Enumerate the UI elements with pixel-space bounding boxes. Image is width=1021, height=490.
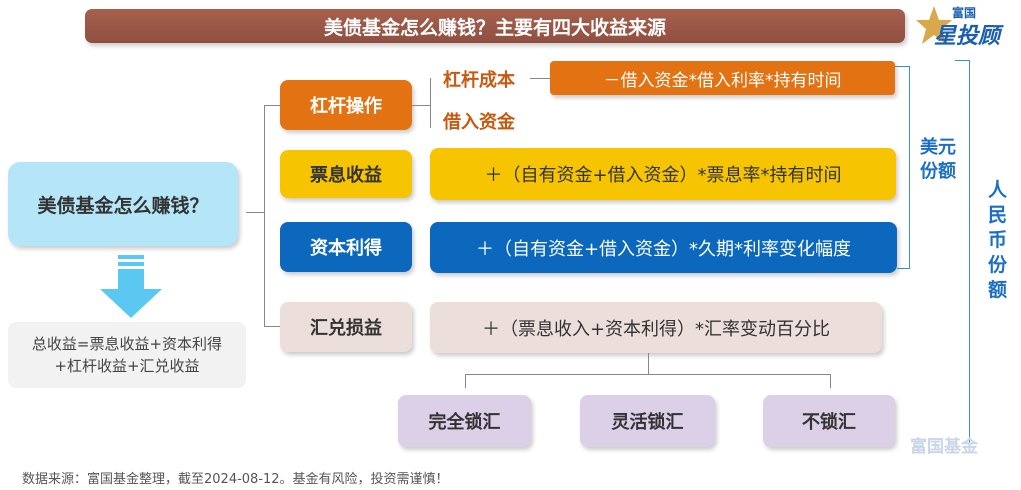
question-box: 美债基金怎么赚钱？: [8, 162, 238, 246]
source-capital-gain: 资本利得: [280, 222, 412, 272]
total-formula-box: 总收益=票息收益+资本利得+杠杆收益+汇兑收益: [8, 322, 246, 388]
footer-note: 数据来源：富国基金整理，截至2024-08-12。基金有风险，投资需谨慎！: [22, 472, 449, 487]
capital-gain-formula: ＋（自有资金+借入资金）*久期*利率变化幅度: [430, 222, 897, 273]
page-title: 美债基金怎么赚钱？主要有四大收益来源: [85, 9, 905, 43]
leverage-cost-formula: －借入资金*借入利率*持有时间: [550, 61, 895, 95]
source-leverage: 杠杆操作: [280, 80, 412, 130]
hedge-option-flexible: 灵活锁汇: [580, 395, 715, 447]
down-arrow-icon: [100, 255, 162, 318]
fx-formula: ＋（票息收入+资本利得）*汇率变动百分比: [430, 302, 882, 353]
source-coupon: 票息收益: [280, 150, 412, 198]
borrowed-funds-label: 借入资金: [443, 112, 515, 133]
star-icon: [916, 6, 952, 44]
hedge-option-none: 不锁汇: [763, 395, 895, 447]
rmb-share-label: 人民币份额: [988, 179, 1008, 301]
usd-share-label: 美元份额: [920, 137, 956, 182]
source-fx: 汇兑损益: [280, 302, 412, 352]
coupon-formula: ＋（自有资金+借入资金）*票息率*持有时间: [430, 148, 896, 200]
leverage-cost-label: 杠杆成本: [443, 70, 515, 91]
watermark: 富国基金: [910, 437, 978, 457]
hedge-option-full: 完全锁汇: [398, 395, 531, 447]
logo: 富国 星投顾: [912, 4, 1017, 49]
